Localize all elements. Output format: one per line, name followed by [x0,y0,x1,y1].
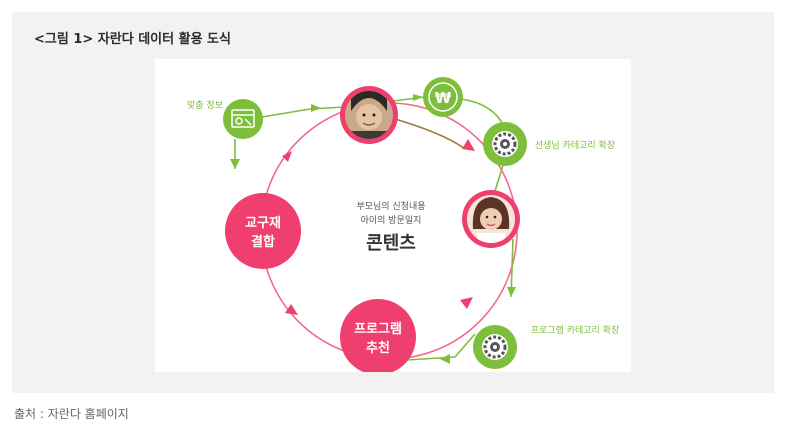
browser-window-icon [231,109,255,128]
combine-label-line2: 결합 [251,234,275,250]
flow-arrow-4-icon [507,287,516,297]
program-recommend-label-line2: 추천 [366,340,390,356]
custom-info-label: 맞춤 정보 [187,99,223,111]
flow-arrow-2-icon [413,94,423,101]
figure-source: 출처 : 자란다 홈페이지 [14,407,129,421]
data-flow-diagram: 맞춤 정보 ₩ [187,77,620,375]
center-main-title: 콘텐츠 [366,233,416,254]
figure-title: <그림 1> 자란다 데이터 활용 도식 [34,32,231,47]
won-icon: ₩ [435,89,452,107]
ring-arrow-bottom-right-icon [460,297,473,309]
center-text-line2: 아이의 방문일지 [361,215,422,226]
man-avatar-icon [345,91,393,139]
teacher-category-label: 선생님 카테고리 확장 [535,139,615,151]
gear-icon [482,334,508,360]
combine-label-line1: 교구재 [245,216,281,231]
program-recommend-label-line1: 프로그램 [354,322,402,337]
woman-avatar-icon [467,195,515,243]
ring-arrow-top-right-icon [462,139,475,151]
ring-arrow-bottom-left-icon [285,304,298,315]
program-category-node [473,325,517,369]
combine-node [225,193,301,269]
flow-arrow-5-icon [440,354,450,364]
gear-icon [492,131,518,157]
custom-info-node [223,99,263,139]
teacher-category-node [483,122,527,166]
parent-avatar-node [340,86,398,144]
program-category-label: 프로그램 카테고리 확장 [531,324,620,336]
flow-arrow-1-icon [311,104,321,112]
ring-arrow-left-icon [282,151,292,162]
center-text-line1: 부모님의 신청내용 [356,201,425,212]
program-recommend-node [340,299,416,375]
payment-node [423,77,463,117]
flow-arrow-3-icon [230,159,240,169]
figure-panel: <그림 1> 자란다 데이터 활용 도식 [12,12,774,393]
diagram-canvas: 맞춤 정보 ₩ [155,59,631,375]
teacher-avatar-node [462,190,520,248]
